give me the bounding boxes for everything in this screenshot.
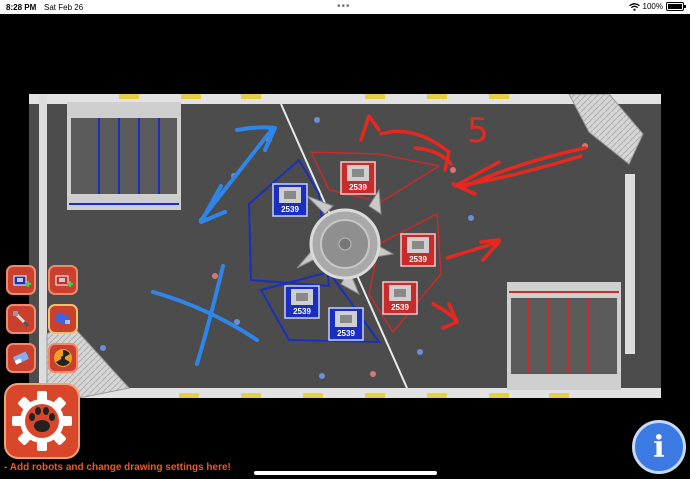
field-map[interactable]: 2539 2539 2539 2539 2539 2539 xyxy=(29,94,661,398)
red-hangar xyxy=(507,282,621,390)
battery-percent: 100% xyxy=(642,2,663,11)
paint-icon xyxy=(13,311,30,328)
info-button[interactable]: i xyxy=(632,420,686,474)
highlight-button[interactable] xyxy=(48,304,78,334)
field-wall-right xyxy=(625,174,635,354)
radiation-icon xyxy=(54,349,72,367)
multitasking-icon[interactable]: ••• xyxy=(337,1,351,12)
robot[interactable]: 2539 xyxy=(382,281,418,315)
robot-team-number: 2539 xyxy=(281,205,299,214)
add-blue-robot-button[interactable] xyxy=(6,265,36,295)
robot-add-icon xyxy=(55,275,73,287)
robot[interactable]: 2539 xyxy=(284,285,320,319)
robot-team-number: 2539 xyxy=(391,303,409,312)
status-time: 8:28 PM xyxy=(6,3,37,12)
status-bar: 8:28 PM Sat Feb 26 ••• 100% xyxy=(0,0,690,14)
robot-team-number: 2539 xyxy=(349,183,367,192)
eraser-button[interactable] xyxy=(6,343,36,373)
robot-team-number: 2539 xyxy=(409,255,427,264)
status-right: 100% xyxy=(628,2,686,11)
blue-hangar xyxy=(67,102,181,210)
field-wall-left xyxy=(39,94,47,398)
robot-add-icon xyxy=(13,275,31,287)
battery-icon xyxy=(666,2,686,11)
robot[interactable]: 2539 xyxy=(272,183,308,217)
center-hub xyxy=(296,188,395,296)
red-zone-upper xyxy=(309,151,442,203)
home-indicator[interactable] xyxy=(254,471,437,475)
highlighter-icon xyxy=(54,312,70,325)
status-date: Sat Feb 26 xyxy=(44,3,84,12)
gear-paw-icon xyxy=(12,391,72,451)
annotation-number: 5 xyxy=(467,111,489,151)
add-red-robot-button[interactable] xyxy=(48,265,78,295)
field-wall-bottom xyxy=(29,388,661,398)
blue-drawing[interactable] xyxy=(151,125,277,366)
robot[interactable]: 2539 xyxy=(328,307,364,341)
clear-all-button[interactable] xyxy=(48,343,78,373)
corner-ramp-top-right xyxy=(568,94,644,165)
field-markers xyxy=(119,94,569,398)
eraser-icon xyxy=(13,351,29,365)
red-drawing[interactable] xyxy=(359,114,587,330)
toolbar-hint-text: - Add robots and change drawing settings… xyxy=(4,462,231,473)
settings-gear-button[interactable] xyxy=(4,383,80,459)
info-icon: i xyxy=(653,429,665,465)
robot-team-number: 2539 xyxy=(293,307,311,316)
robot-team-number: 2539 xyxy=(337,329,355,338)
robot[interactable]: 2539 xyxy=(400,233,436,267)
wifi-icon xyxy=(628,2,640,11)
draw-settings-button[interactable] xyxy=(6,304,36,334)
robot[interactable]: 2539 xyxy=(340,161,376,195)
blue-zone-lower xyxy=(259,270,381,344)
field-wall-top xyxy=(29,94,661,104)
